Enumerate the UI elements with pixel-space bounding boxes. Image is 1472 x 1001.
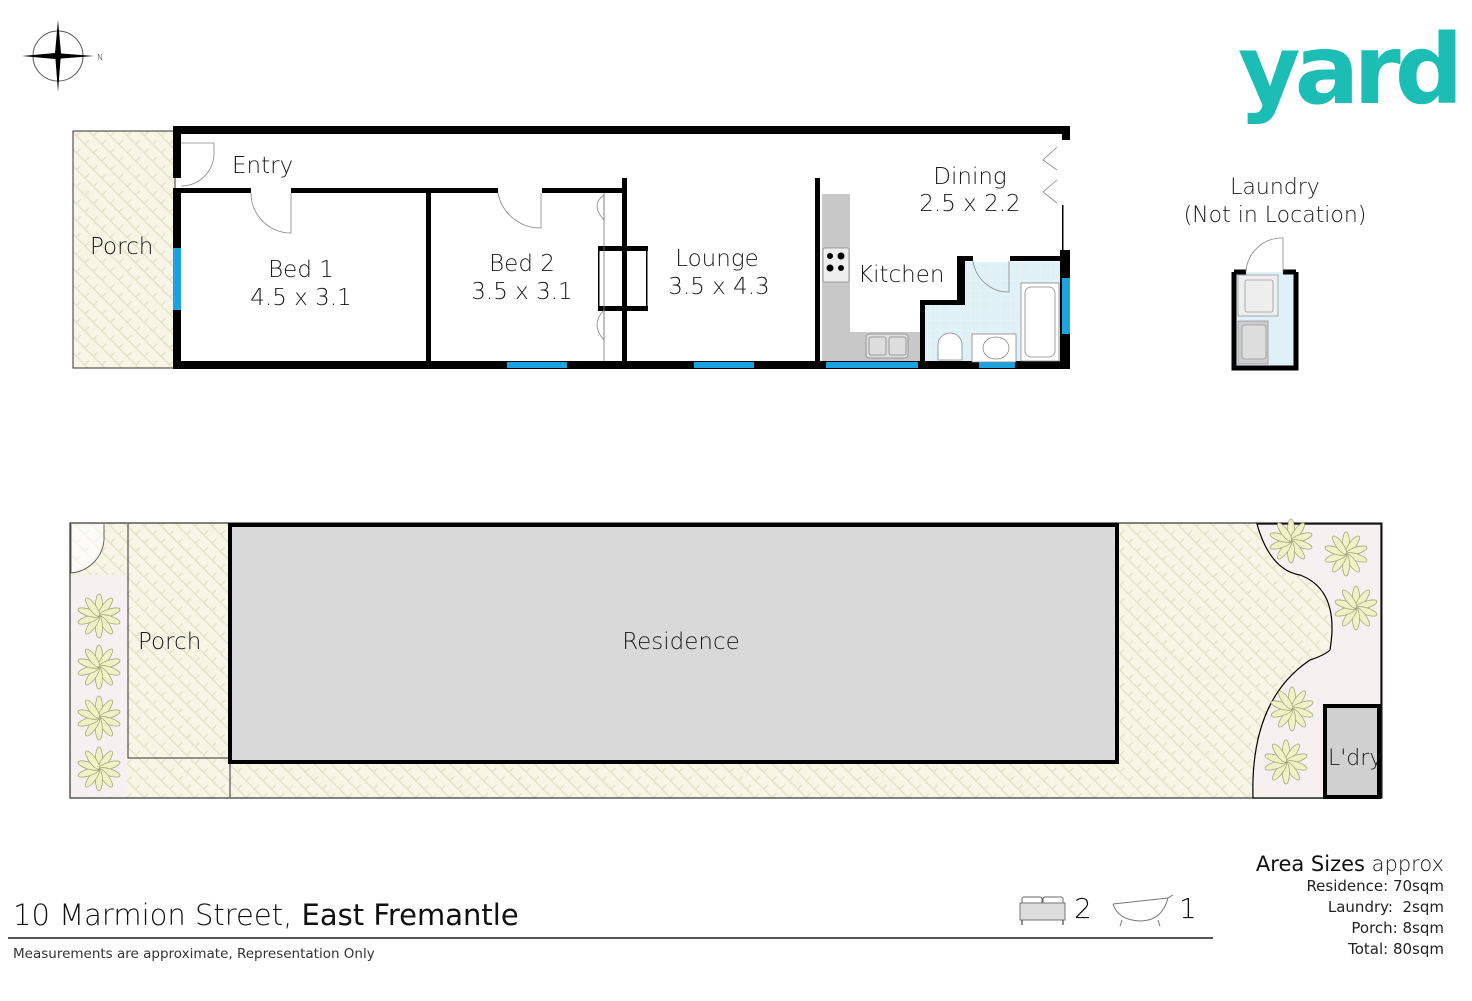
cooktop-icon	[822, 247, 850, 283]
area-sizes: Area Sizes approx Residence: 70sqm Laund…	[1256, 852, 1444, 960]
laundry-note: (Not in Location)	[1184, 203, 1367, 228]
footer-divider	[8, 937, 1213, 939]
room-label-entry: Entry	[232, 153, 293, 179]
room-label-bed1: Bed 1	[268, 257, 334, 283]
floor-plan	[72, 126, 1070, 369]
toilet-icon	[937, 332, 963, 361]
site-label-residence: Residence	[622, 629, 740, 655]
address-street: 10 Marmion Street,	[13, 898, 293, 932]
bed-icon	[1019, 896, 1066, 925]
compass-icon	[22, 20, 94, 92]
laundry-title: Laundry	[1230, 175, 1320, 200]
basin-icon	[971, 333, 1017, 363]
area-title-main: Area Sizes	[1255, 852, 1365, 876]
area-title-suffix: approx	[1371, 852, 1444, 876]
bath-icon	[1112, 894, 1174, 927]
brand-logo: yard	[1238, 14, 1463, 126]
area-residence: Residence: 70sqm	[1306, 877, 1444, 895]
area-laundry: Laundry: 2sqm	[1327, 898, 1444, 916]
area-total: Total: 80sqm	[1348, 940, 1444, 958]
property-address: 10 Marmion Street, East Fremantle	[13, 898, 519, 932]
bathroom-count: 1	[1179, 892, 1197, 925]
room-label-kitchen: Kitchen	[858, 262, 944, 288]
room-size-lounge: 3.5 x 4.3	[668, 274, 769, 300]
room-label-porch: Porch	[90, 234, 153, 260]
room-size-dining: 2.5 x 2.2	[919, 191, 1020, 217]
address-city: East Fremantle	[301, 898, 519, 932]
site-label-porch: Porch	[138, 629, 201, 655]
room-size-bed2: 3.5 x 3.1	[471, 279, 572, 305]
sink-icon	[865, 333, 909, 359]
laundry-plan	[1231, 237, 1299, 371]
room-size-bed1: 4.5 x 3.1	[250, 285, 351, 311]
site-label-laundry: L'dry	[1328, 746, 1382, 771]
bathtub-icon	[1020, 282, 1060, 362]
disclaimer: Measurements are approximate, Representa…	[13, 946, 375, 962]
compass-north-label: N	[97, 53, 103, 62]
porch-area	[72, 130, 176, 369]
room-label-lounge: Lounge	[675, 246, 759, 272]
area-porch: Porch: 8sqm	[1351, 919, 1444, 937]
site-plan	[69, 518, 1383, 799]
bedroom-count: 2	[1074, 892, 1092, 925]
room-label-bed2: Bed 2	[489, 251, 555, 277]
area-sizes-title: Area Sizes approx	[1256, 852, 1444, 876]
room-label-dining: Dining	[933, 164, 1006, 190]
